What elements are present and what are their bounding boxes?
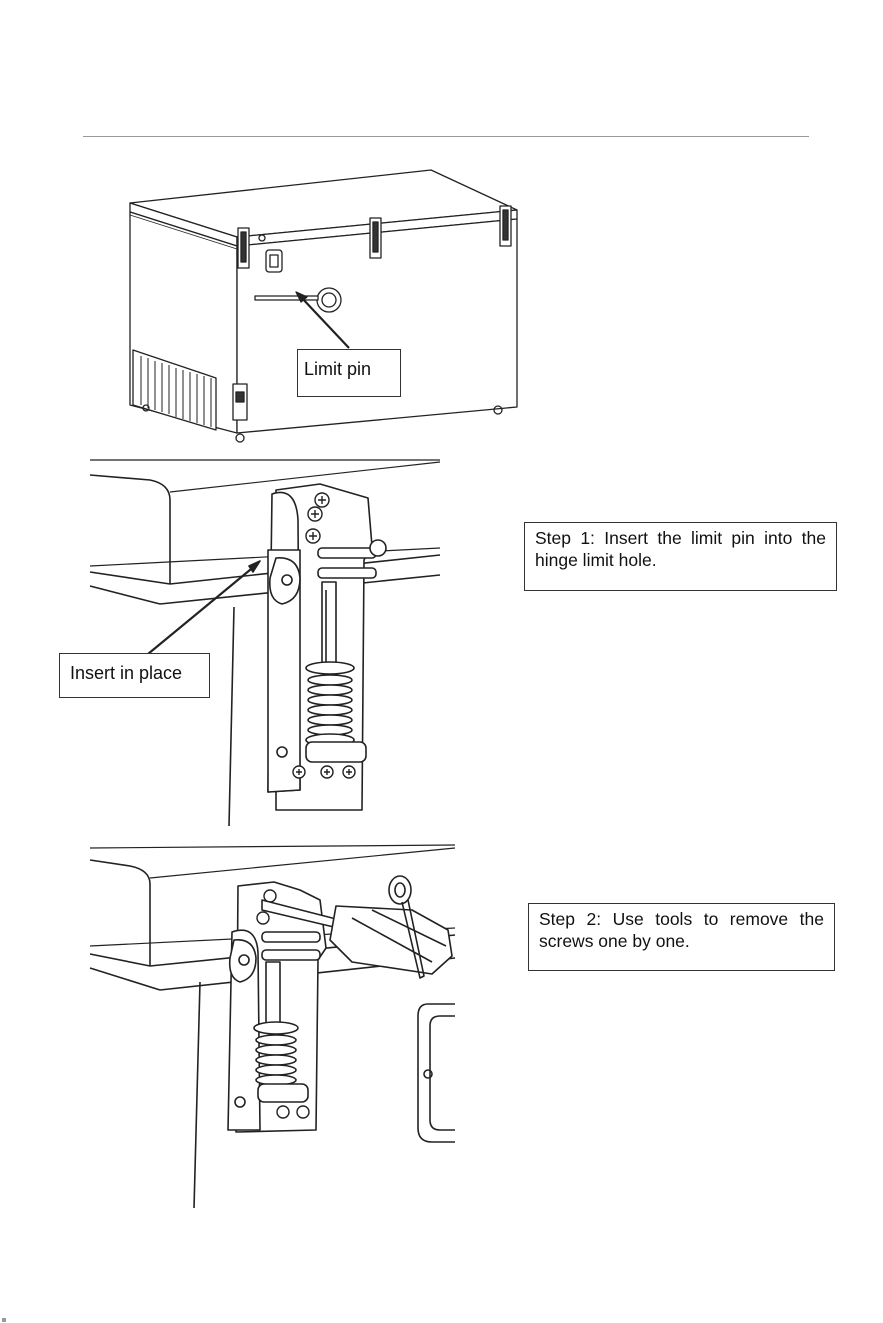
screwdriver-illustration	[0, 0, 883, 1215]
page-corner-mark	[2, 1318, 6, 1322]
step-2-instruction: Step 2: Use tools to remove the screws o…	[528, 903, 835, 971]
